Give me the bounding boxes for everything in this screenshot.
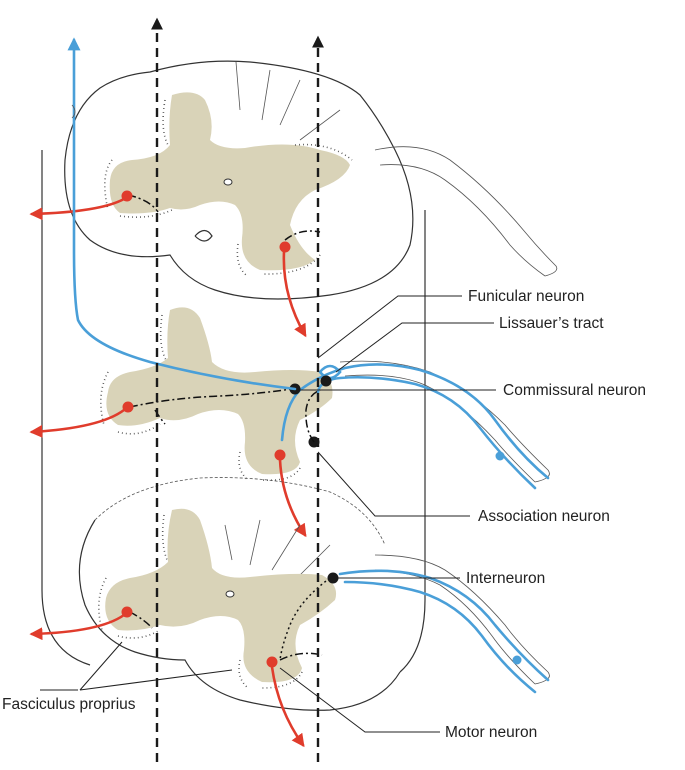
middle-efferent-arrow-right [278,458,307,538]
label-motor-neuron: Motor neuron [445,724,537,741]
label-fasciculus-proprius: Fasciculus proprius [2,696,136,713]
top-efferent-arrow-left [29,197,126,221]
middle-sensory-fiber-b [316,375,537,490]
bottom-gray-matter [105,508,337,683]
bottom-segment-white-matter [94,477,386,546]
label-funicular-neuron: Funicular neuron [468,288,584,305]
bottom-efferent-arrow-left [29,613,126,641]
label-interneuron: Interneuron [466,570,545,587]
label-association-neuron: Association neuron [478,508,610,525]
label-commissural-neuron: Commissural neuron [503,382,646,399]
middle-motor-neuron-right [274,449,286,461]
middle-gray-matter [106,307,333,475]
interneuron-body [327,572,339,584]
bottom-sensory-fiber-a [338,569,550,682]
bottom-efferent-arrow-right [270,665,305,748]
top-segment-white-matter [64,60,414,300]
bottom-motor-neuron-right [266,656,278,668]
top-motor-neuron-right [279,241,291,253]
ascending-funicular-fiber [67,37,297,391]
bottom-sensory-fiber-b [343,580,537,694]
bottom-spinal-ganglion [512,655,522,665]
top-dorsal-root [374,146,558,277]
middle-spinal-ganglion [495,451,505,461]
top-efferent-arrow-right [282,250,307,338]
middle-efferent-arrow-left [29,408,126,438]
top-central-canal [223,178,233,186]
funicular-neuron-body [320,375,332,387]
leader-lines [40,295,496,733]
bottom-segment [29,477,550,748]
middle-segment [29,307,550,538]
label-lissauers-tract: Lissauer’s tract [499,315,604,332]
bottom-central-canal [225,590,235,598]
top-segment [29,60,558,338]
cord-column-outline [41,150,426,673]
